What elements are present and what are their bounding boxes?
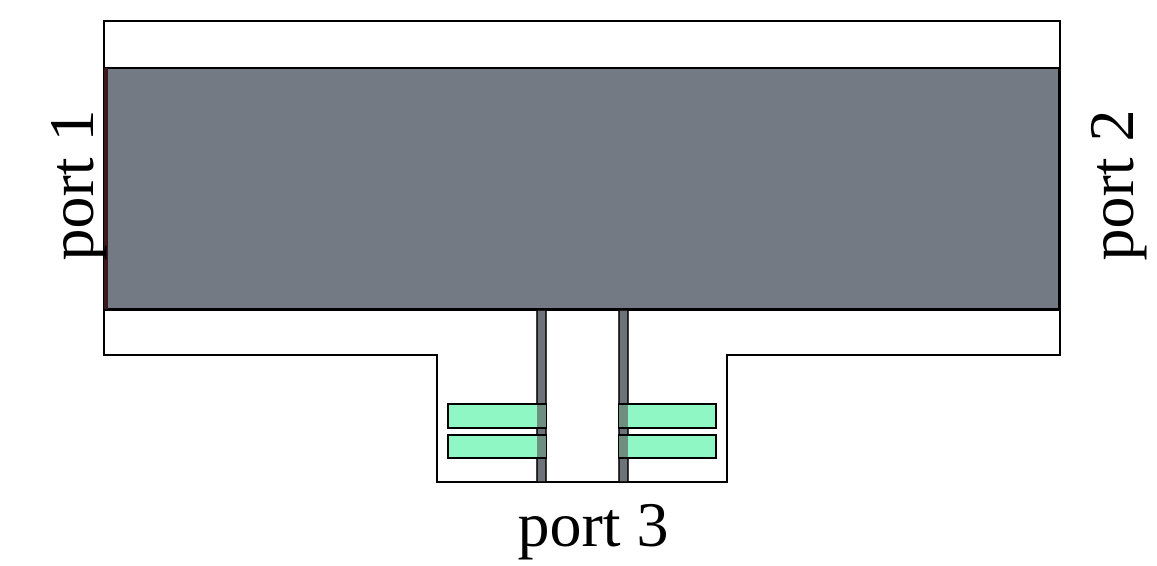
strip-overlap-right-lower (619, 436, 628, 457)
main-channel (105, 67, 1060, 310)
strip-overlap-right-upper (619, 405, 628, 427)
slab-right-upper (618, 403, 717, 429)
port-3-label: port 3 (517, 489, 669, 560)
port-1-label: port 1 (36, 109, 107, 261)
slab-left-lower (447, 434, 547, 459)
strip-overlap-left-lower (537, 436, 546, 457)
strip-overlap-left-upper (537, 405, 546, 427)
slab-left-upper (447, 403, 547, 429)
slab-right-lower (618, 434, 717, 459)
left-strip (536, 309, 547, 483)
right-strip (618, 309, 629, 483)
port-2-label: port 2 (1076, 109, 1147, 261)
left-edge-port1 (104, 68, 108, 309)
